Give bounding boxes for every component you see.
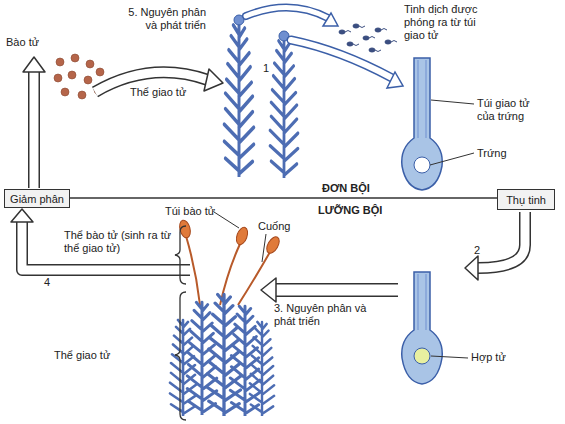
part-label: Hợp tử	[471, 351, 506, 364]
stage-label: Thể giao tử	[54, 349, 110, 362]
callout-number: 1	[263, 62, 269, 75]
process-label: 3. Nguyên phân và phát triển	[274, 302, 370, 328]
part-label: Túi giao tử của trứng	[477, 97, 541, 123]
box-text: Giảm phân	[10, 193, 64, 205]
box-text: Thụ tinh	[506, 194, 546, 206]
phase-label: ĐƠN BỘI	[322, 182, 370, 195]
note-label: Tinh dịch được phóng ra từ túi giao tử	[404, 3, 478, 42]
callout-number: 2	[474, 244, 480, 257]
stage-label: Thể bào tử (sinh ra từ thể giao tử)	[64, 229, 176, 255]
stage-label: Bào tử	[6, 36, 39, 49]
process-label: 5. Nguyên phân và phát triển	[118, 6, 206, 32]
part-label: Cuống	[258, 220, 290, 233]
process-box: Thụ tinh	[497, 189, 555, 210]
part-label: Trứng	[477, 147, 507, 160]
callout-number: 4	[44, 276, 50, 289]
process-box: Giảm phân	[4, 189, 70, 208]
stage-label: Thể giao tử	[130, 86, 186, 99]
phase-label: LƯỠNG BỘI	[318, 204, 382, 217]
part-label: Túi bào tử	[165, 205, 215, 218]
